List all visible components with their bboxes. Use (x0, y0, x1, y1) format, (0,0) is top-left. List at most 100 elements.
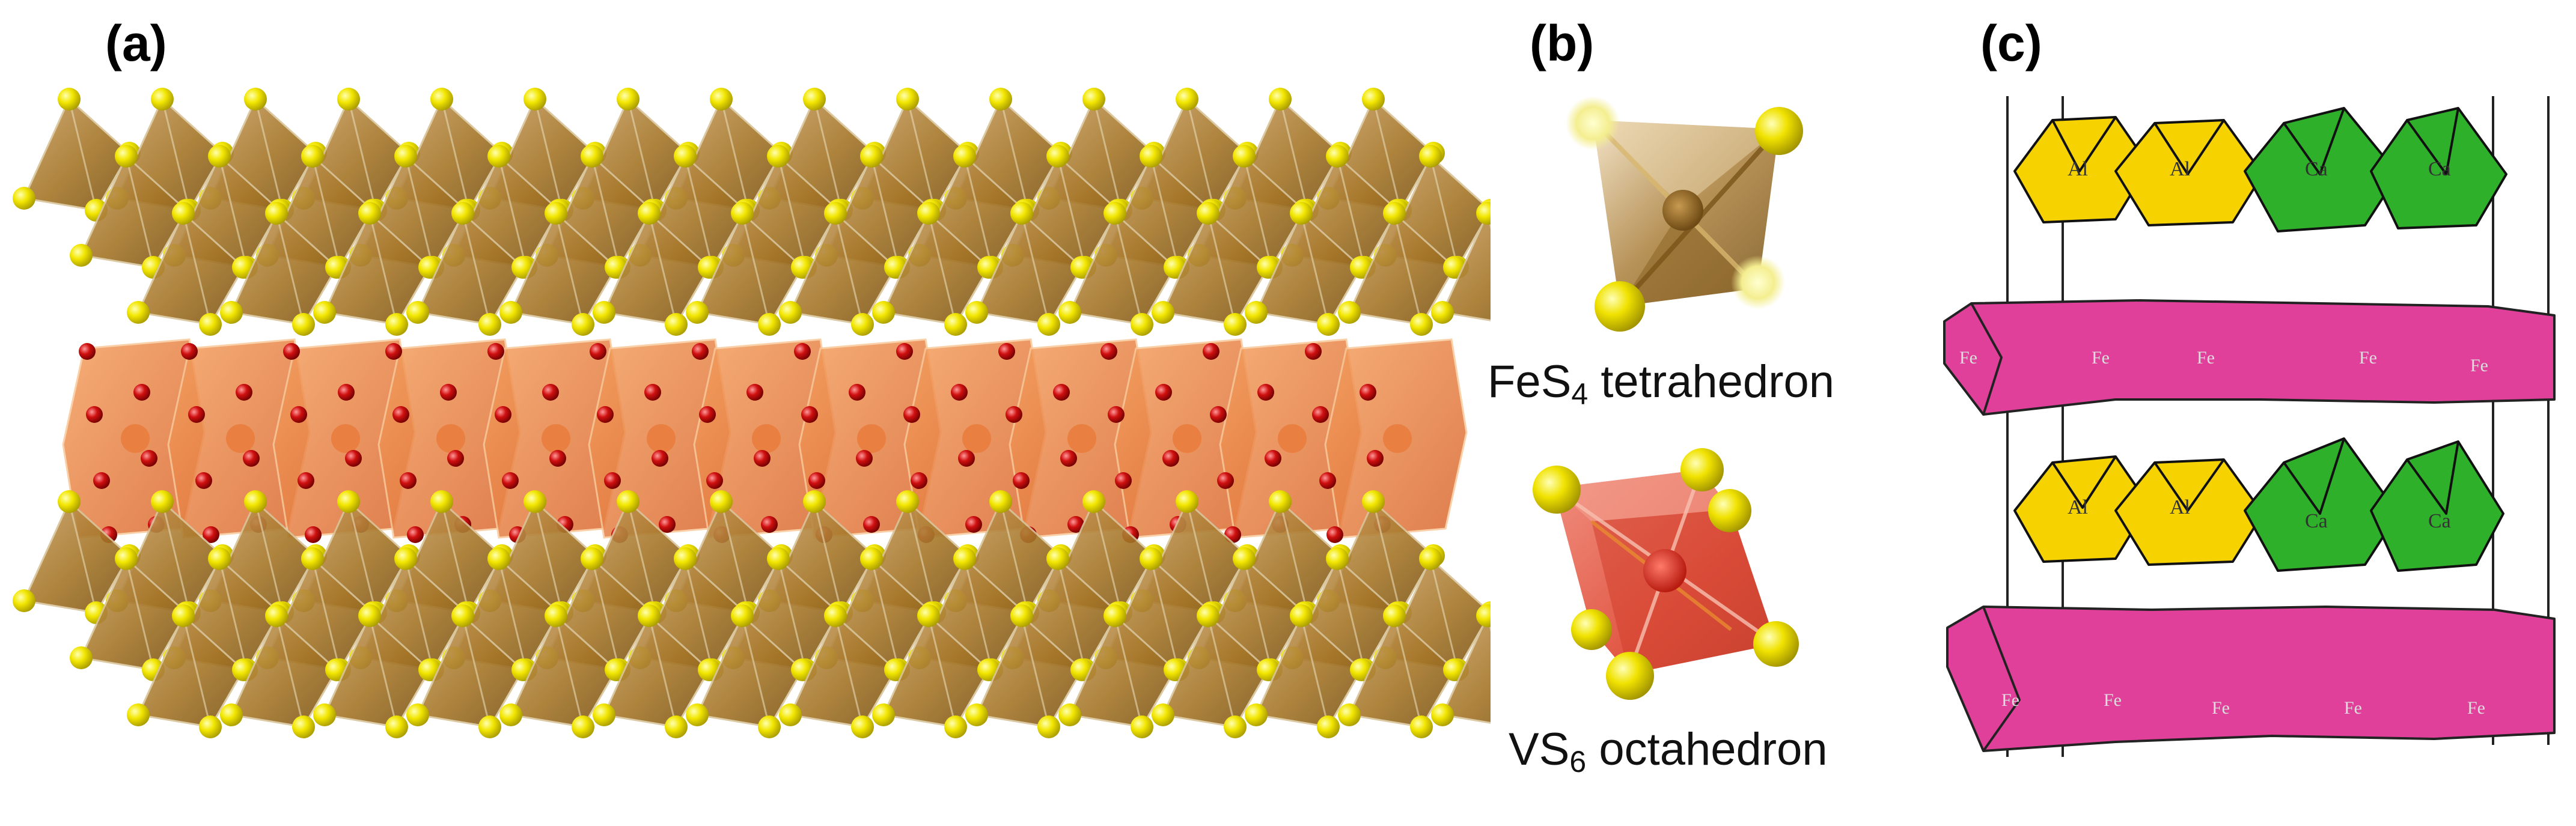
sulfur-atom (151, 88, 174, 111)
sulfur-atom (1224, 313, 1247, 336)
oxygen-atom (604, 472, 621, 489)
fes4-top-layer (13, 88, 1491, 336)
sulfur-atom (731, 202, 754, 225)
oxygen-atom (849, 384, 865, 401)
atom-label-fe: Fe (2001, 690, 2019, 710)
sulfur-atom (1431, 703, 1454, 726)
sulfur-atom (523, 490, 546, 513)
sulfur-atom (172, 202, 195, 225)
sulfur-atom (1362, 490, 1385, 513)
al-ca-layer-middle (2013, 437, 2504, 572)
oxygen-atom (407, 526, 424, 543)
sulfur-atom (944, 715, 967, 738)
sulfur-atom (1383, 202, 1406, 225)
atom-label-fe: Fe (2092, 348, 2110, 368)
sulfur-atom (872, 703, 895, 726)
sulfur-atom (1290, 604, 1313, 627)
vs6-caption-suffix: octahedron (1586, 724, 1828, 775)
sulfur-atom (199, 715, 222, 738)
sulfur-atom (1224, 715, 1247, 738)
oxygen-atom (998, 343, 1015, 360)
sulfur-atom (115, 547, 138, 570)
fes4-caption-subscript: 4 (1571, 377, 1589, 411)
sulfur-atom (1046, 547, 1069, 570)
sulfur-atom (581, 145, 603, 168)
sulfur-atom (1317, 313, 1340, 336)
vs6-middle-layer (62, 338, 1468, 543)
sulfur-atom (896, 88, 919, 111)
oxygen-atom (86, 406, 103, 423)
oxygen-atom (1312, 406, 1329, 423)
sulfur-atom (1082, 88, 1105, 111)
atom-label-al: Al (2068, 496, 2088, 518)
fes4-tetrahedron (1441, 614, 1491, 724)
oxygen-atom (951, 384, 968, 401)
sulfur-atom (115, 145, 138, 168)
sulfur-atom (499, 301, 522, 324)
oxygen-atom (1326, 526, 1343, 543)
sulfur-atom (244, 88, 267, 111)
oxygen-atom (385, 343, 402, 360)
oxygen-atom (1006, 406, 1022, 423)
sulfur-atom (58, 490, 81, 513)
sulfur-atom (385, 313, 408, 336)
sulfur-atom (1176, 490, 1198, 513)
oxygen-atom (808, 472, 825, 489)
oxygen-atom (1060, 450, 1077, 467)
sulfur-atom (220, 703, 243, 726)
sulfur-atom (13, 589, 35, 612)
sulfur-atom (965, 301, 988, 324)
panel-label-c: (c) (1980, 15, 2042, 71)
sulfur-atom (767, 145, 790, 168)
sulfur-atom (824, 604, 847, 627)
oxygen-atom (440, 384, 457, 401)
sulfur-atom (244, 490, 267, 513)
sulfur-atom (545, 202, 567, 225)
oxygen-atom (400, 472, 417, 489)
sulfur-atom (301, 547, 324, 570)
oxygen-atom (965, 516, 982, 533)
oxygen-atom (1319, 472, 1336, 489)
sulfur-atom (406, 301, 429, 324)
oxygen-atom (1265, 450, 1281, 467)
atom-labels-top: Al Al Ca Ca (2068, 158, 2451, 180)
oxygen-atom (305, 526, 322, 543)
sulfur-atom (674, 145, 697, 168)
sulfur-atom (13, 187, 35, 210)
oxygen-atom (863, 516, 880, 533)
oxygen-atom (903, 406, 920, 423)
sulfur-atom (487, 547, 510, 570)
oxygen-atom (761, 516, 778, 533)
atom-label-fe: Fe (2344, 698, 2362, 718)
atom-label-fe: Fe (2197, 348, 2215, 368)
oxygen-atom (801, 406, 818, 423)
atom-label-ca: Ca (2305, 158, 2328, 180)
atom-label-ca: Ca (2428, 510, 2451, 532)
fes4-caption-prefix: FeS (1488, 356, 1572, 407)
sulfur-atom (1410, 313, 1433, 336)
sulfur-atom (1269, 490, 1292, 513)
sulfur-atom (1233, 145, 1256, 168)
sulfur-atom (1037, 715, 1060, 738)
sulfur-atom (758, 715, 781, 738)
sulfur-atom (767, 547, 790, 570)
vs6-caption: VS6 octahedron (1509, 727, 1828, 777)
sulfur-atom (1176, 88, 1198, 111)
sulfur-atom (1010, 202, 1033, 225)
oxygen-atom (1367, 450, 1384, 467)
fe-layer-lower (1946, 606, 2556, 752)
oxygen-atom (79, 343, 96, 360)
oxygen-atom (597, 406, 614, 423)
sulfur-atom (451, 202, 474, 225)
atom-label-fe: Fe (2359, 348, 2377, 368)
sulfur-atom (953, 547, 976, 570)
sulfur-atom (686, 301, 709, 324)
sulfur-atom (1362, 88, 1385, 111)
atom-label-fe: Fe (2467, 698, 2485, 718)
oxygen-atom (692, 343, 709, 360)
sulfur-atom (638, 604, 661, 627)
atom-label-fe: Fe (2212, 698, 2230, 718)
oxygen-atom (549, 450, 566, 467)
atom-label-al: Al (2170, 158, 2190, 180)
